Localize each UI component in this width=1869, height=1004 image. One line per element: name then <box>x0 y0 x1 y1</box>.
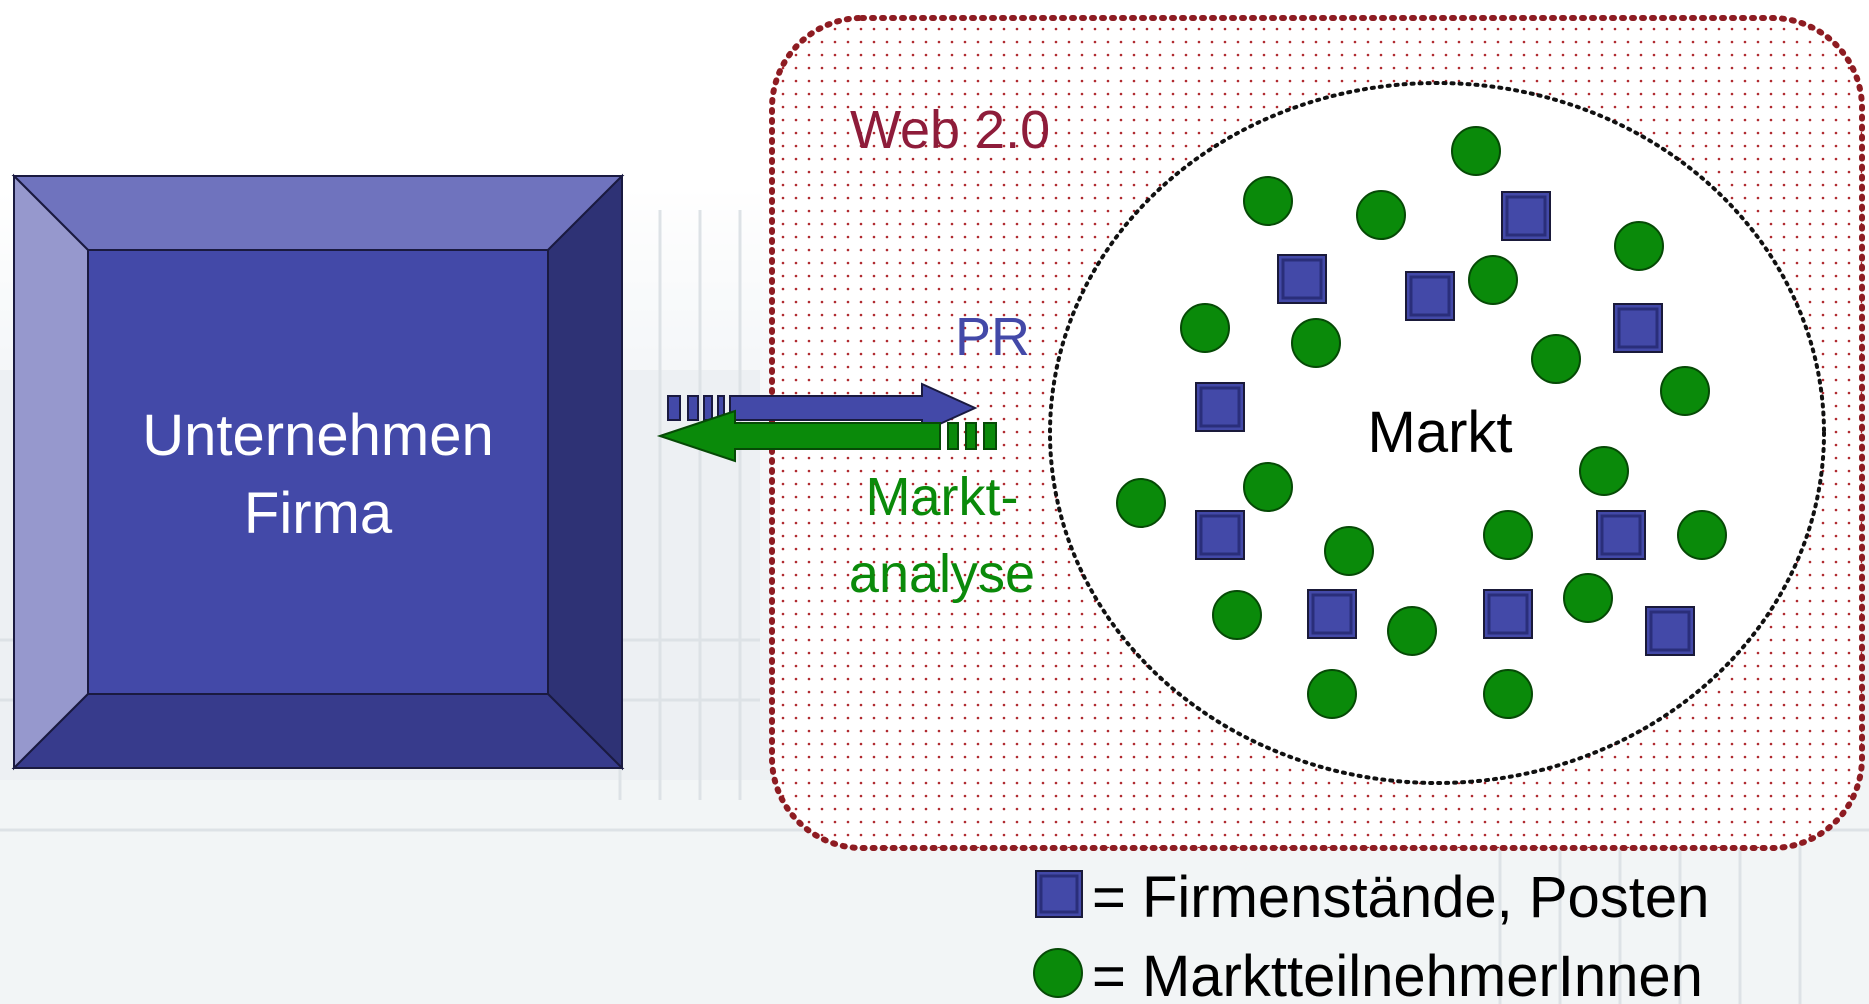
square-icon <box>1405 271 1455 321</box>
circle-icon <box>1579 446 1629 496</box>
analysis-label-line1: Markt- <box>866 467 1019 527</box>
circle-icon <box>1387 606 1437 656</box>
analysis-label-line2: analyse <box>849 544 1035 604</box>
pr-arrow <box>667 382 978 434</box>
legend-square-text: = Firmenstände, Posten <box>1092 865 1709 930</box>
circle-icon <box>1531 334 1581 384</box>
legend-circle-text: = MarktteilnehmerInnen <box>1092 944 1703 1004</box>
market-label: Markt <box>1368 400 1513 465</box>
web-region-label: Web 2.0 <box>850 100 1050 160</box>
circle-icon <box>1563 573 1613 623</box>
company-stands <box>1195 191 1695 656</box>
legend-circle-icon <box>1033 948 1083 998</box>
circle-icon <box>1291 318 1341 368</box>
analysis-arrow <box>656 409 997 463</box>
market-participants <box>1116 126 1727 719</box>
circle-icon <box>1677 510 1727 560</box>
circle-icon <box>1468 255 1518 305</box>
circle-icon <box>1243 176 1293 226</box>
pr-label: PR <box>955 307 1030 367</box>
circle-icon <box>1243 462 1293 512</box>
square-icon <box>1195 510 1245 560</box>
circle-icon <box>1116 478 1166 528</box>
circle-icon <box>1324 526 1374 576</box>
square-icon <box>1277 254 1327 304</box>
legend-square-icon <box>1035 870 1083 918</box>
company-label-line1: Unternehmen <box>142 403 493 468</box>
circle-icon <box>1483 510 1533 560</box>
square-icon <box>1596 510 1646 560</box>
square-icon <box>1195 382 1245 432</box>
circle-icon <box>1483 669 1533 719</box>
legend: = Firmenstände, Posten = Marktteilnehmer… <box>1033 865 1709 1004</box>
circle-icon <box>1356 190 1406 240</box>
circle-icon <box>1180 303 1230 353</box>
square-icon <box>1307 589 1357 639</box>
square-icon <box>1645 606 1695 656</box>
circle-icon <box>1451 126 1501 176</box>
circle-icon <box>1660 366 1710 416</box>
circle-icon <box>1614 221 1664 271</box>
square-icon <box>1501 191 1551 241</box>
square-icon <box>1483 589 1533 639</box>
square-icon <box>1613 303 1663 353</box>
company-label-line2: Firma <box>244 481 393 546</box>
company-box <box>11 173 625 771</box>
circle-icon <box>1212 590 1262 640</box>
circle-icon <box>1307 669 1357 719</box>
